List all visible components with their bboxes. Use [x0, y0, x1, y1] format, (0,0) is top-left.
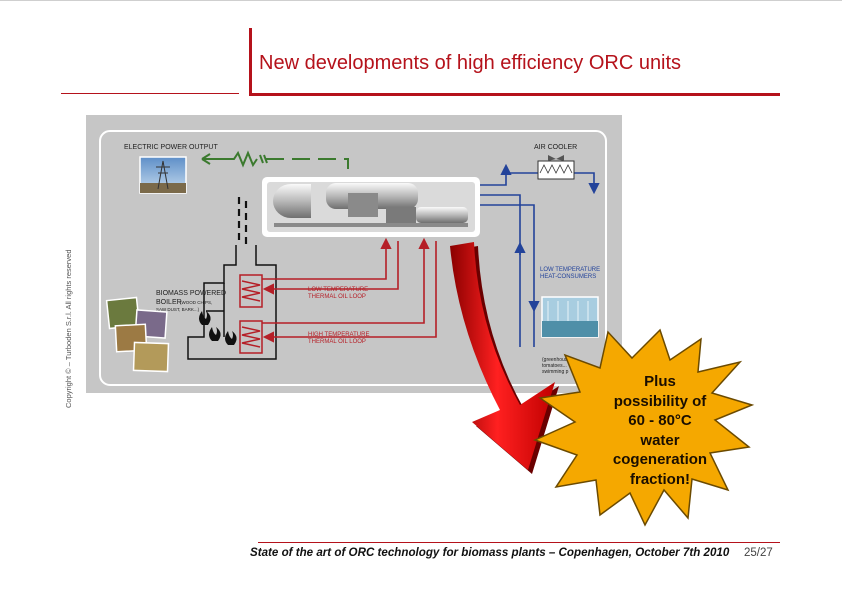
boiler-label-4: SAW DUST, BARK...)	[156, 307, 200, 312]
low-loop-label-1: LOW TEMPERATURE	[308, 287, 368, 293]
air-cooler: AIR COOLER	[534, 144, 577, 180]
orc-unit	[262, 177, 480, 237]
boiler	[187, 245, 277, 360]
consumers-label-2: HEAT-CONSUMERS	[540, 274, 596, 280]
high-loop-label-1: HIGH TEMPERATURE	[308, 332, 369, 338]
orc-plant-diagram: ELECTRIC POWER OUTPUT BIOMASS POWERED BO…	[86, 115, 622, 393]
page-number: 25/27	[744, 547, 773, 559]
callout-line: possibility of	[613, 392, 707, 410]
boiler-label-3: (WOOD CHIPS,	[180, 300, 212, 305]
top-border	[0, 0, 842, 1]
consumers-note-3: swimming p	[542, 369, 569, 375]
low-loop-label-2: THERMAL OIL LOOP	[308, 294, 366, 300]
greenhouse-photo	[541, 296, 599, 338]
cooling-water-circuit	[480, 163, 600, 347]
diagram-frame	[99, 130, 607, 386]
title-accent-bar	[249, 28, 252, 96]
left-rule	[61, 93, 239, 94]
footer-rule	[258, 542, 780, 543]
footer-text: State of the art of ORC technology for b…	[250, 546, 730, 559]
callout-line: cogeneration	[612, 451, 708, 468]
consumers-label-1: LOW TEMPERATURE	[540, 267, 600, 273]
starburst-callout	[532, 328, 755, 527]
boiler-label-2: BOILER	[156, 299, 182, 306]
biomass-fuel-photos	[105, 296, 170, 373]
consumers-note-2: tomatoes...	[542, 363, 567, 369]
callout-line: 60 - 80°C	[628, 412, 692, 429]
boiler-label-1: BIOMASS POWERED	[156, 290, 226, 297]
callout-line: Plus	[644, 373, 676, 390]
air-cooler-label: AIR COOLER	[534, 144, 577, 151]
flame-icons	[199, 311, 237, 345]
consumers-note-1: (greenhouses,	[542, 357, 574, 363]
heat-exchanger-coils	[239, 274, 263, 354]
high-loop-label-2: THERMAL OIL LOOP	[308, 339, 366, 345]
callout-text: Plus possibility of 60 - 80°C water coge…	[585, 372, 735, 489]
red-arrow	[450, 242, 559, 474]
slide-title: New developments of high efficiency ORC …	[259, 52, 682, 74]
thermal-oil-loops	[262, 237, 437, 343]
chimney-smoke	[237, 197, 248, 245]
electric-output-label: ELECTRIC POWER OUTPUT	[124, 144, 218, 151]
power-line	[201, 150, 349, 169]
power-pylon-photo	[139, 156, 187, 194]
title-underline	[249, 93, 780, 96]
callout-line: water	[640, 431, 680, 449]
callout-line: fraction!	[630, 470, 690, 488]
